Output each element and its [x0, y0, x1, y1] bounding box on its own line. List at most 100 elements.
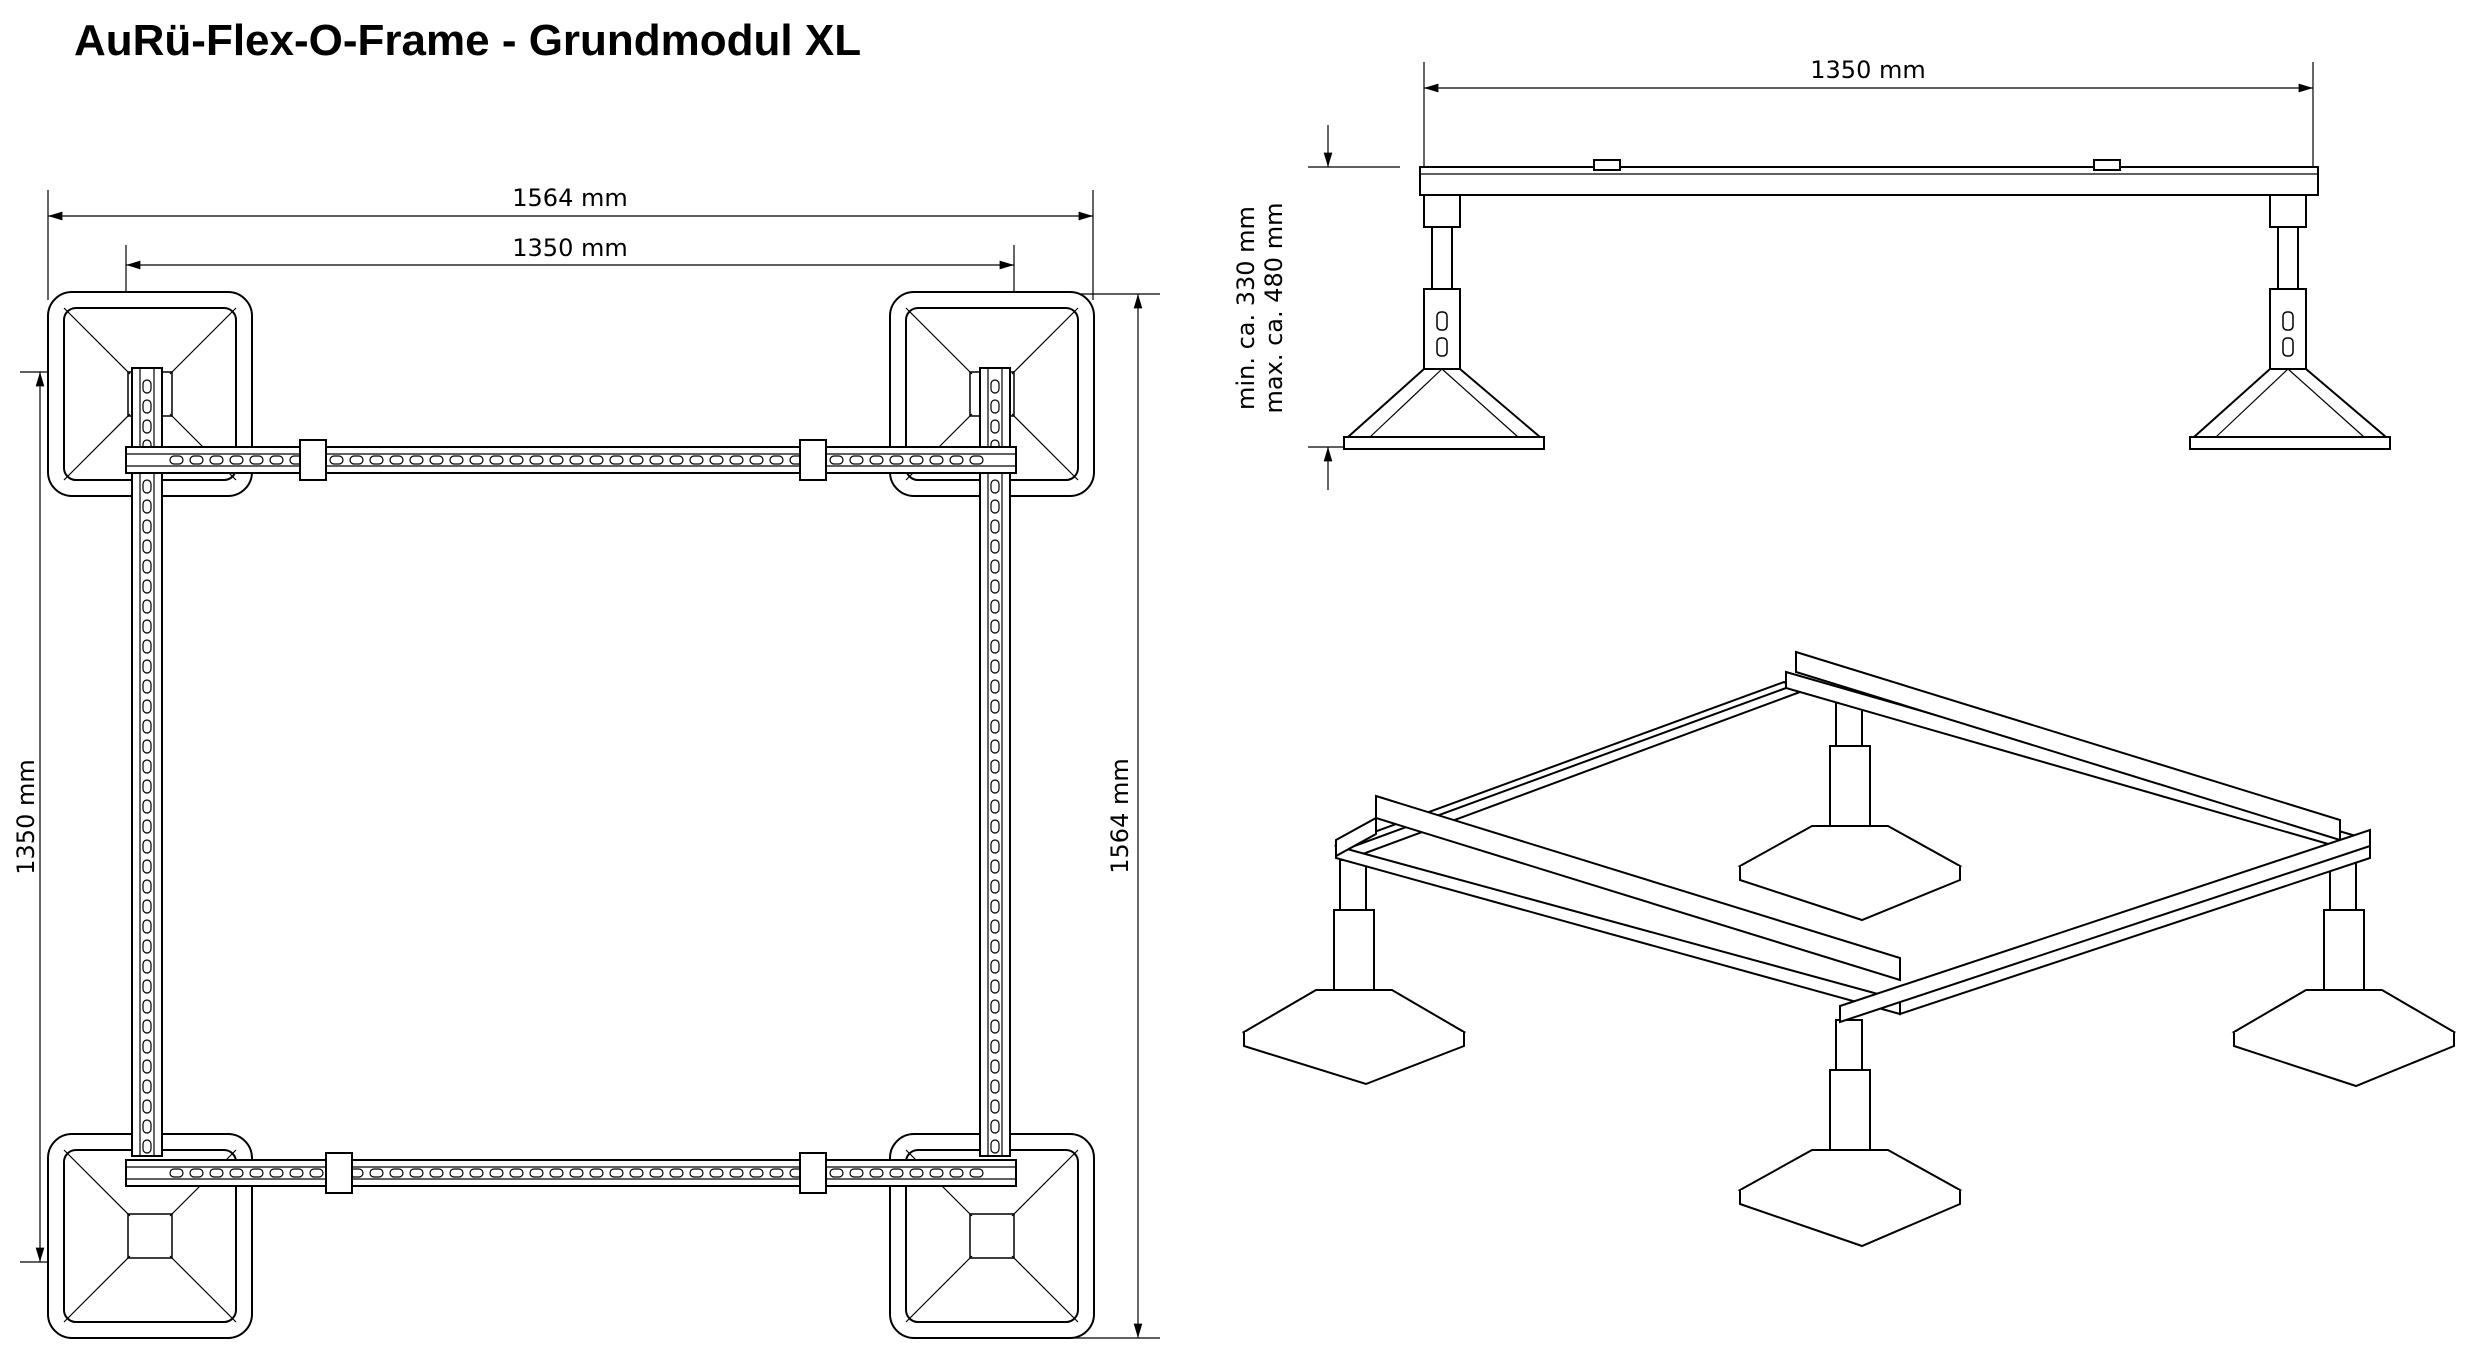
rail-slot: [389, 455, 404, 465]
rail-slot: [142, 779, 152, 794]
rail-slot: [990, 479, 1000, 494]
rail-slot: [990, 959, 1000, 974]
rail-slot: [142, 1039, 152, 1054]
rail-slot: [142, 679, 152, 694]
rail-slot: [649, 1168, 664, 1178]
rail-slot: [509, 455, 524, 465]
rail-slot: [669, 1168, 684, 1178]
rail-slot: [949, 1168, 964, 1178]
rail-slot: [142, 539, 152, 554]
rail-slot: [609, 455, 624, 465]
rail-right: [979, 367, 1011, 1157]
rail-slot: [142, 759, 152, 774]
height-label-max: max. ca. 480 mm: [1260, 203, 1288, 414]
rail-slot: [349, 455, 364, 465]
rail-slot: [142, 959, 152, 974]
dimension-side-width: 1350 mm: [1423, 56, 2314, 170]
rail-slot: [990, 899, 1000, 914]
rail-slot: [729, 455, 744, 465]
rail-slot: [142, 579, 152, 594]
rail-slot: [990, 759, 1000, 774]
rail-slot: [990, 939, 1000, 954]
rail-slot: [169, 1168, 184, 1178]
rail-slot: [142, 1119, 152, 1134]
rail-bottom: [125, 1152, 1017, 1194]
rail-slot: [990, 599, 1000, 614]
rail-slot: [229, 455, 244, 465]
rail-slot: [189, 455, 204, 465]
rail-slot: [990, 999, 1000, 1014]
iso-foot-front: [1737, 1019, 1963, 1248]
rail-slot: [142, 699, 152, 714]
rail-slot: [829, 455, 844, 465]
rail-slot: [969, 1168, 984, 1178]
rail-slot: [990, 499, 1000, 514]
rail-slot: [142, 899, 152, 914]
rail-slot: [669, 455, 684, 465]
rail-slot: [229, 1168, 244, 1178]
rail-slot: [142, 479, 152, 494]
rail-slot: [990, 539, 1000, 554]
rail-slot: [990, 799, 1000, 814]
rail-slot: [142, 999, 152, 1014]
rail-slot: [142, 799, 152, 814]
rail-slot: [990, 619, 1000, 634]
rail-slot: [142, 919, 152, 934]
rail-slot: [269, 1168, 284, 1178]
rail-slot: [189, 1168, 204, 1178]
rail-slot: [142, 379, 152, 394]
rail-slot: [990, 739, 1000, 754]
rail-slot: [249, 1168, 264, 1178]
dimension-label-inner-width: 1350 mm: [512, 234, 627, 262]
top-view: 1564 mm 1350 mm 1350 mm 1564 mm: [12, 184, 1160, 1339]
rail-slot: [990, 859, 1000, 874]
rail-slot: [142, 839, 152, 854]
side-beam: [1419, 159, 2319, 196]
rail-slot: [990, 1079, 1000, 1094]
rail-left: [131, 367, 163, 1157]
rail-slot: [309, 1168, 324, 1178]
rail-slot: [990, 379, 1000, 394]
rail-slot: [889, 1168, 904, 1178]
rail-slot: [142, 1059, 152, 1074]
rail-slot: [389, 1168, 404, 1178]
rail-slot: [990, 679, 1000, 694]
iso-foot-left: [1241, 859, 1467, 1086]
rail-slot: [489, 455, 504, 465]
rail-slot: [429, 1168, 444, 1178]
rail-slot: [529, 1168, 544, 1178]
rail-slot: [329, 455, 344, 465]
rail-slot: [649, 455, 664, 465]
rail-slot: [909, 455, 924, 465]
drawing-title: AuRü-Flex-O-Frame - Grundmodul XL: [74, 16, 862, 65]
rail-slot: [569, 1168, 584, 1178]
rail-slot: [849, 455, 864, 465]
rail-slot: [142, 639, 152, 654]
rail-slot: [990, 919, 1000, 934]
rail-slot: [142, 979, 152, 994]
rail-slot: [142, 1139, 152, 1154]
rail-slot: [709, 455, 724, 465]
rail-slot: [629, 1168, 644, 1178]
iso-foot-back: [1737, 699, 1963, 922]
rail-slot: [142, 939, 152, 954]
dimension-outer-width: 1564 mm: [47, 184, 1094, 300]
iso-frame: [1333, 650, 2371, 1024]
rail-slot: [990, 719, 1000, 734]
rail-slot: [949, 455, 964, 465]
rail-slot: [142, 1099, 152, 1114]
rail-slot: [209, 1168, 224, 1178]
side-support-right: [2189, 194, 2391, 450]
rail-slot: [409, 455, 424, 465]
rail-slot: [429, 455, 444, 465]
rail-slot: [749, 1168, 764, 1178]
rail-slot: [142, 879, 152, 894]
rail-slot: [529, 455, 544, 465]
rail-slot: [769, 1168, 784, 1178]
rail-slot: [990, 779, 1000, 794]
rail-slot: [469, 1168, 484, 1178]
rail-slot: [909, 1168, 924, 1178]
rail-slot: [609, 1168, 624, 1178]
rail-slot: [269, 455, 284, 465]
